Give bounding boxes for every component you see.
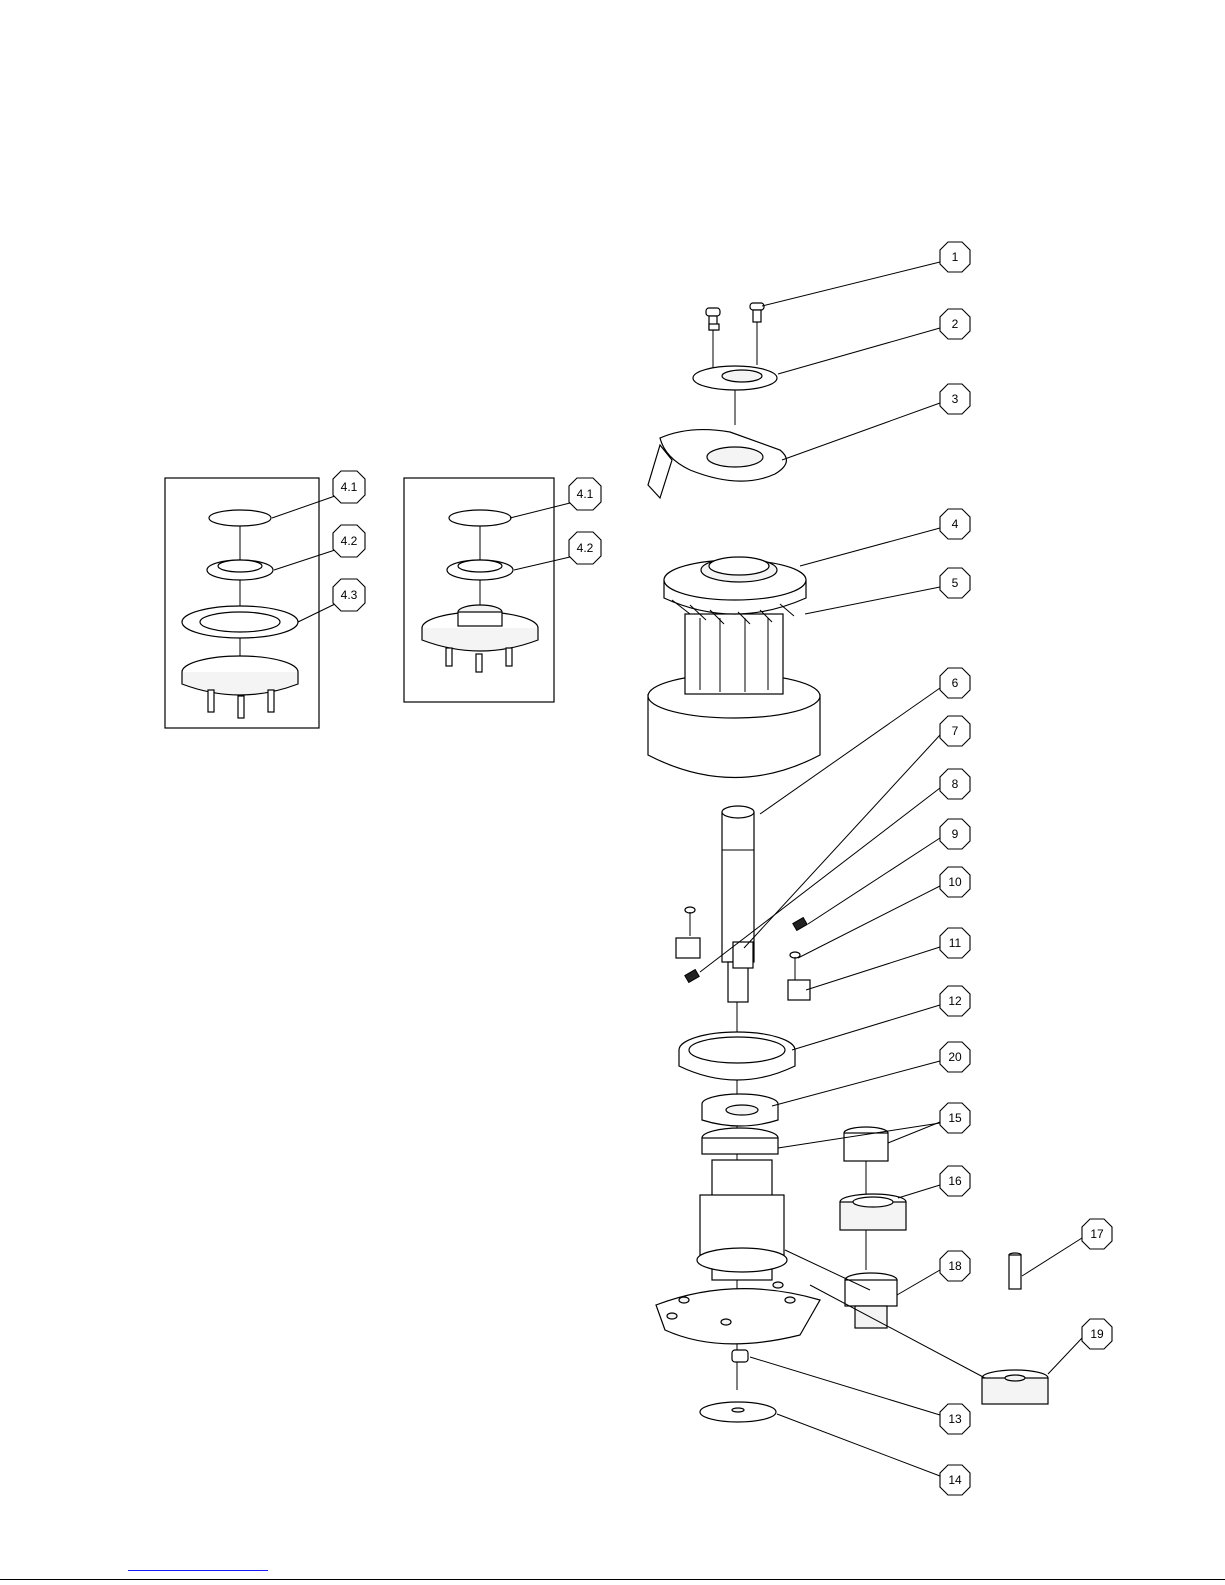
callout-11: 11 [940, 928, 970, 958]
footer-rule [0, 1579, 1225, 1580]
svg-text:3: 3 [952, 392, 959, 406]
spring-right-part [793, 918, 807, 931]
callout-4: 4 [940, 509, 970, 539]
callout-13: 13 [940, 1404, 970, 1434]
callout-6: 6 [940, 668, 970, 698]
callout-1: 1 [940, 242, 970, 272]
footer-link-underline[interactable] [128, 1570, 268, 1571]
large-gear-part [982, 1370, 1048, 1404]
svg-text:5: 5 [952, 576, 959, 590]
inset-right-drawing [422, 510, 538, 672]
svg-text:9: 9 [952, 827, 959, 841]
svg-text:4.2: 4.2 [341, 534, 358, 548]
pawl-right-part [788, 952, 810, 1000]
callout-14: 14 [940, 1465, 970, 1495]
svg-text:1: 1 [952, 250, 959, 264]
inset-left-drawing [182, 510, 298, 718]
callout-19: 19 [1082, 1319, 1112, 1349]
svg-text:10: 10 [948, 875, 962, 889]
callout-3: 3 [940, 384, 970, 414]
main-shaft-part [722, 806, 754, 1002]
inset-right-callout-4-1: 4.1 [569, 478, 601, 510]
svg-text:4.1: 4.1 [341, 480, 358, 494]
svg-text:18: 18 [948, 1259, 962, 1273]
inset-left-callout-4-2: 4.2 [333, 525, 365, 557]
bushing-part [732, 1350, 748, 1362]
spur-gear-part [840, 1194, 906, 1230]
bottom-plate-part [700, 1402, 776, 1422]
inset-left-callout-4-1: 4.1 [333, 471, 365, 503]
svg-text:4: 4 [952, 517, 959, 531]
svg-text:7: 7 [952, 724, 959, 738]
svg-text:17: 17 [1090, 1227, 1104, 1241]
svg-text:4.2: 4.2 [577, 541, 594, 555]
svg-text:4.3: 4.3 [341, 588, 358, 602]
top-cap-part [693, 366, 777, 390]
callout-12: 12 [940, 986, 970, 1016]
stripper-arm-part [648, 430, 786, 498]
svg-text:2: 2 [952, 317, 959, 331]
inset-left-callout-4-3: 4.3 [333, 579, 365, 611]
callout-5: 5 [940, 568, 970, 598]
ratchet-ring-part [679, 1032, 795, 1080]
callout-10: 10 [940, 867, 970, 897]
svg-text:6: 6 [952, 676, 959, 690]
winch-drum-part [648, 557, 820, 778]
svg-text:4.1: 4.1 [577, 487, 594, 501]
callout-20: 20 [940, 1042, 970, 1072]
svg-text:13: 13 [948, 1412, 962, 1426]
base-housing-part [656, 1160, 820, 1344]
callout-7: 7 [940, 716, 970, 746]
callout-16: 16 [940, 1166, 970, 1196]
callout-8: 8 [940, 769, 970, 799]
spring-left-part [685, 970, 699, 983]
ratchet-gear-part [702, 1094, 778, 1126]
svg-text:12: 12 [948, 994, 962, 1008]
bearing-part [702, 1128, 778, 1154]
screw-part [706, 303, 764, 330]
svg-text:20: 20 [948, 1050, 962, 1064]
callout-15: 15 [940, 1103, 970, 1133]
callout-17: 17 [1082, 1219, 1112, 1249]
callout-2: 2 [940, 309, 970, 339]
svg-text:19: 19 [1090, 1327, 1104, 1341]
svg-text:14: 14 [948, 1473, 962, 1487]
svg-text:15: 15 [948, 1111, 962, 1125]
svg-text:16: 16 [948, 1174, 962, 1188]
svg-text:8: 8 [952, 777, 959, 791]
svg-text:11: 11 [949, 936, 962, 950]
pin-part [1009, 1253, 1021, 1289]
callout-18: 18 [940, 1251, 970, 1281]
callout-9: 9 [940, 819, 970, 849]
pinion-gear-part [845, 1273, 897, 1328]
inset-right-callout-4-2: 4.2 [569, 532, 601, 564]
